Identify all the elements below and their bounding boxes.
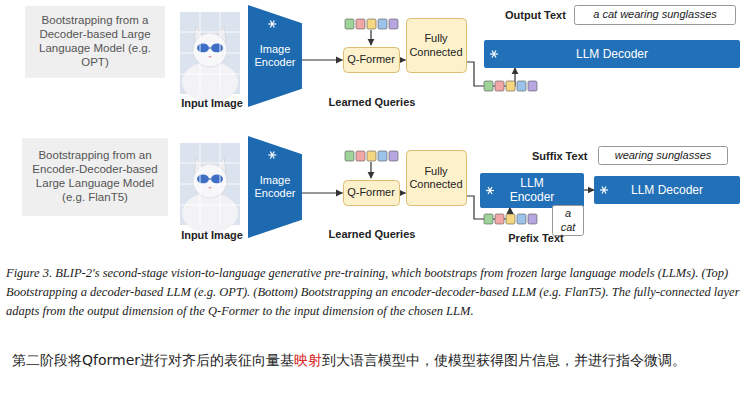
node-text: LLM Encoder — [502, 176, 562, 205]
cat-image — [180, 143, 240, 233]
box-outline — [343, 48, 399, 73]
text-box: a cat wearing sunglasses — [574, 5, 736, 25]
node-text: a cat wearing sunglasses — [593, 8, 717, 21]
cat-image — [180, 12, 240, 102]
trapezoid-outline — [248, 5, 302, 107]
image-label: Input Image — [181, 97, 243, 109]
query-arrow — [370, 30, 371, 45]
node-text: Image Encoder — [251, 174, 299, 200]
image-encoder: Image Encoder — [248, 5, 302, 107]
query-tokens — [345, 19, 398, 29]
image-label: Input Image — [181, 229, 243, 241]
box-outline — [406, 151, 466, 206]
box-outline — [406, 19, 466, 73]
arrow-connector — [400, 192, 406, 193]
arrow-connector — [302, 192, 343, 193]
box-outline — [575, 6, 736, 25]
image-encoder: Image Encoder — [248, 136, 302, 238]
box-outline — [480, 173, 584, 208]
qformer-box: Q-Former — [343, 47, 400, 73]
node-text: a cat — [558, 207, 578, 233]
title-box: Bootstrapping from a Decoder-based Large… — [25, 6, 165, 78]
frozen-icon — [600, 187, 608, 194]
frozen-icon — [268, 21, 276, 28]
queries-label: Learned Queries — [329, 96, 416, 108]
output-label: Output Text — [505, 9, 566, 21]
box-outline — [553, 206, 584, 236]
llm-box: LLM Encoder — [480, 173, 584, 208]
box-outline — [599, 147, 728, 165]
query-tokens — [345, 151, 398, 161]
figure-caption: Figure 3. BLIP-2's second-stage vision-t… — [6, 264, 740, 320]
box-outline — [484, 40, 740, 68]
prefix-label: Prefix Text — [508, 232, 563, 244]
node-text: Fully Connected — [409, 165, 464, 191]
node-text: Image Encoder — [251, 43, 299, 69]
highlight-text: 映射 — [294, 352, 322, 368]
frozen-icon — [268, 152, 276, 159]
box-outline — [343, 181, 399, 206]
box-outline — [25, 6, 165, 78]
output-tokens — [484, 214, 537, 224]
trapezoid-outline — [248, 136, 302, 238]
node-text: LLM Decoder — [576, 47, 648, 61]
text-box: a cat — [552, 205, 584, 236]
box-outline — [594, 176, 740, 204]
node-text: Q-Former — [347, 53, 395, 66]
llm-box: LLM Decoder — [594, 176, 740, 204]
fc-box: Fully Connected — [406, 150, 467, 206]
node-text: wearing sunglasses — [615, 149, 712, 162]
node-text: Bootstrapping from a Decoder-based Large… — [33, 14, 157, 69]
node-text: Q-Former — [347, 186, 395, 199]
qformer-box: Q-Former — [343, 180, 400, 206]
text-box: wearing sunglasses — [598, 146, 728, 165]
query-arrow — [370, 162, 371, 178]
arrow-connector — [584, 189, 594, 190]
arrow-connector — [400, 59, 406, 60]
slide-note: 第二阶段将Qformer进行对齐后的表征向量基映射到大语言模型中，使模型获得图片… — [12, 350, 734, 372]
title-box: Bootstrapping from an Encoder-Decoder-ba… — [22, 138, 168, 216]
output-tokens — [484, 81, 537, 91]
suffix-label: Suffix Text — [532, 150, 587, 162]
box-outline — [22, 138, 168, 216]
frozen-icon — [490, 51, 498, 58]
queries-label: Learned Queries — [329, 228, 416, 240]
fc-box: Fully Connected — [406, 18, 467, 73]
arrow-connector — [302, 59, 343, 60]
node-text: Fully Connected — [409, 32, 464, 58]
node-text: LLM Decoder — [631, 183, 703, 197]
node-text: Bootstrapping from an Encoder-Decoder-ba… — [30, 149, 160, 204]
frozen-icon — [486, 187, 494, 194]
llm-box: LLM Decoder — [484, 40, 740, 68]
